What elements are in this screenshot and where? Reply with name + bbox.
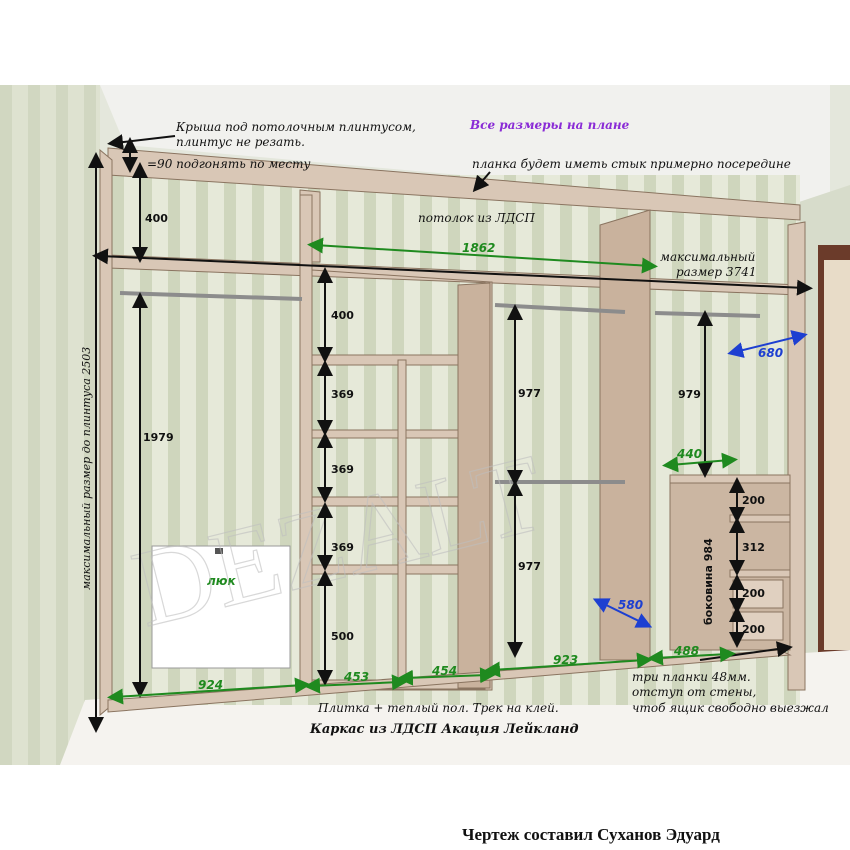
- floor-note: Плитка + теплый пол. Трек на клей.: [317, 701, 559, 715]
- hatch-label: люк: [207, 574, 236, 588]
- dim-1979: 1979: [143, 431, 174, 444]
- frame-note: Каркас из ЛДСП Акация Лейкланд: [309, 722, 579, 737]
- gdim-488: 488: [673, 644, 699, 658]
- all-dims-note: Все размеры на плане: [469, 118, 630, 132]
- roof-note-line2: плинтус не резать.: [176, 135, 305, 149]
- blue-dimensions: [592, 330, 808, 628]
- dim-369-2: 369: [331, 463, 354, 476]
- dim-500: 500: [331, 630, 354, 643]
- dim-200-1: 200: [742, 494, 765, 507]
- gdim-1862: 1862: [462, 241, 495, 255]
- author-credit: Чертеж составил Суханов Эдуард: [462, 825, 720, 844]
- three-strips-line3: чтоб ящик свободно выезжал: [632, 701, 829, 715]
- bdim-580: 580: [618, 598, 643, 612]
- gdim-440: 440: [676, 447, 702, 461]
- strip-note: планка будет иметь стык примерно посеред…: [472, 157, 791, 171]
- gap-90-note: =90 подгонять по месту: [147, 157, 310, 171]
- dim-200-3: 200: [742, 623, 765, 636]
- gdim-924: 924: [198, 678, 223, 692]
- dim-977-upper: 977: [518, 387, 541, 400]
- dim-979: 979: [678, 388, 701, 401]
- max-size-line1: максимальный: [660, 250, 755, 264]
- gdim-923: 923: [553, 653, 578, 667]
- green-dimensions: [107, 237, 738, 705]
- max-height-label: максимальный размер до плинтуса 2503: [80, 347, 93, 590]
- bdim-680: 680: [758, 346, 783, 360]
- max-size-line2: размер 3741: [676, 265, 756, 279]
- roof-note-line1: Крыша под потолочным плинтусом,: [175, 120, 416, 134]
- gdim-454: 454: [431, 664, 457, 678]
- dim-369-1: 369: [331, 388, 354, 401]
- ceiling-label: потолок из ЛДСП: [418, 211, 535, 225]
- gdim-453: 453: [343, 670, 369, 684]
- dim-400-top: 400: [145, 212, 168, 225]
- dim-400-shelf: 400: [331, 309, 354, 322]
- three-strips-line2: отступ от стены,: [632, 685, 756, 699]
- dim-369-3: 369: [331, 541, 354, 554]
- dim-977-lower: 977: [518, 560, 541, 573]
- hatch-panel: [151, 545, 291, 669]
- side-984-label: боковина 984: [702, 538, 715, 625]
- dim-312: 312: [742, 541, 765, 554]
- three-strips-line1: три планки 48мм.: [632, 670, 751, 684]
- dim-200-2: 200: [742, 587, 765, 600]
